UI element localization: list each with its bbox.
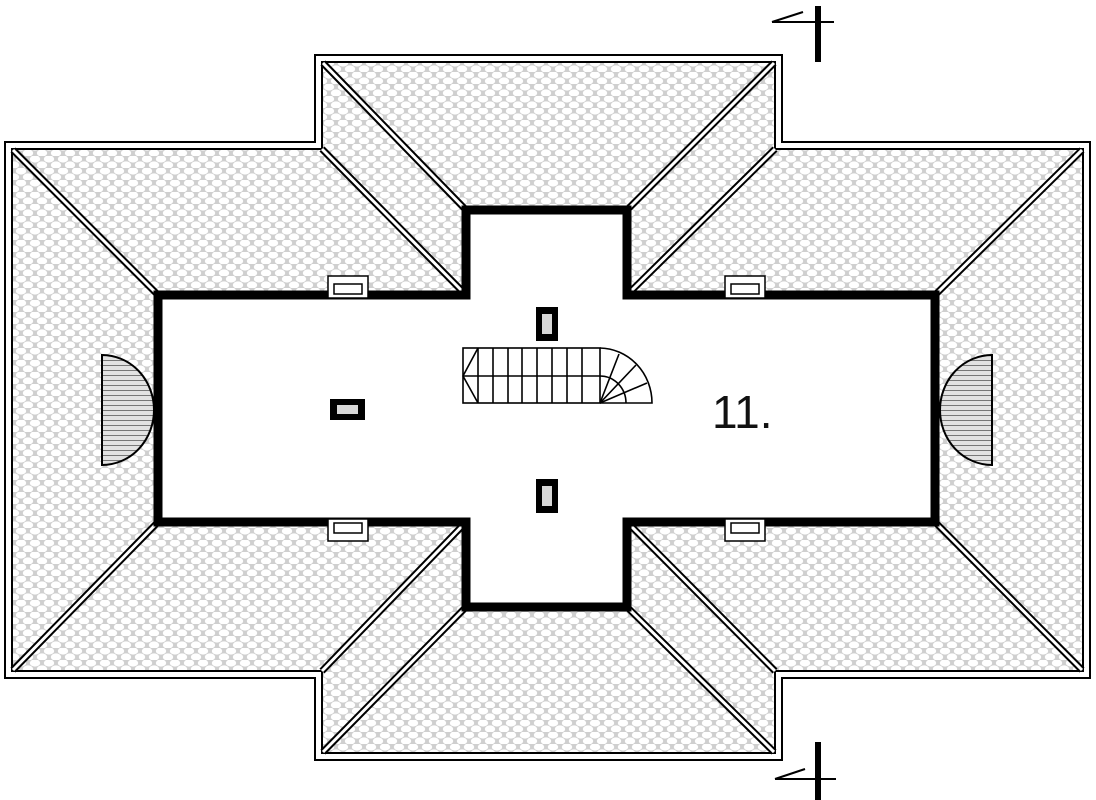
stair-icon [462,347,653,404]
dormer-icon [101,353,155,467]
hip-lines [10,60,1085,755]
room-number-label: 11. [712,386,773,438]
chimney-icon [536,479,558,513]
section-marker-icon [774,742,836,800]
attic-walls [153,205,940,612]
chimneys [330,307,558,513]
roof-window-icon [327,518,369,542]
roof-window-icon [327,275,369,299]
section-marker-icon [771,6,834,62]
chimney-icon [536,307,558,341]
roof-window-icon [724,275,766,299]
roof-window-icon [724,518,766,542]
roof-windows [327,275,766,542]
chimney-icon [330,399,365,420]
dormer-icon [939,353,993,467]
